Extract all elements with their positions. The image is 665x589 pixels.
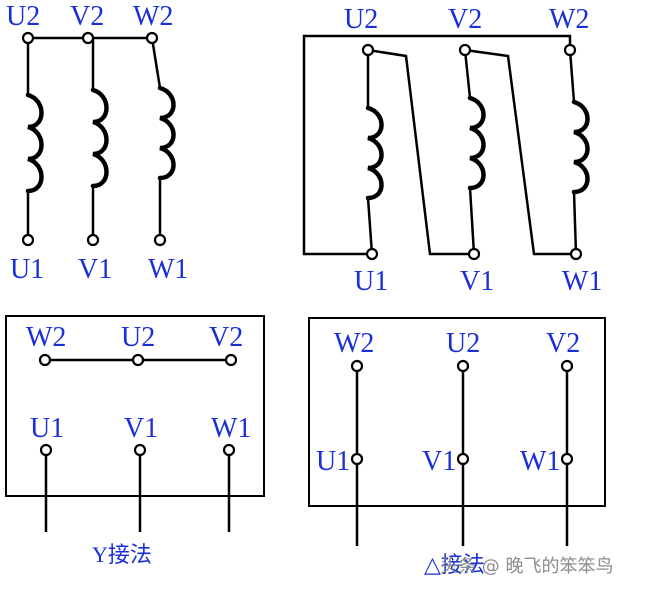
label-u2: U2	[446, 328, 480, 359]
terminal-u1	[39, 443, 53, 457]
terminal-w2	[38, 353, 52, 367]
star-winding-schematic: U2 V2 W2 U1 V1 W1	[6, 1, 188, 285]
terminal-box-frame	[308, 317, 606, 507]
delta-outer-loop	[302, 34, 572, 256]
terminal-u1	[350, 452, 364, 466]
terminal-v1	[133, 443, 147, 457]
wire	[468, 187, 476, 255]
wire	[366, 197, 374, 255]
terminal-v1	[456, 452, 470, 466]
terminal-v2	[560, 359, 574, 373]
terminal-u2	[456, 359, 470, 373]
label-u1: U1	[316, 446, 350, 477]
terminal-u1	[21, 233, 35, 247]
terminal-w1	[560, 452, 574, 466]
label-w1: W1	[562, 266, 602, 297]
terminal-v1	[467, 247, 481, 261]
terminal-u1	[365, 247, 379, 261]
wire	[572, 191, 578, 255]
terminal-v2	[224, 353, 238, 367]
watermark-text: 头条 @ 晚飞的笨笨鸟	[440, 556, 613, 577]
label-u1: U1	[354, 266, 388, 297]
label-u2: U2	[121, 322, 155, 353]
label-v2: V2	[70, 1, 104, 32]
label-w2: W2	[133, 1, 173, 32]
terminal-w2	[350, 359, 364, 373]
winding-coil-u	[25, 92, 44, 194]
winding-coil-v	[90, 87, 109, 189]
label-w1: W1	[211, 413, 251, 444]
winding-coil-u	[365, 105, 384, 201]
label-w1: W1	[148, 254, 188, 285]
star-terminal-box: W2 U2 V2 U1 V1 W1 Y接法	[5, 315, 265, 567]
label-u1: U1	[30, 413, 64, 444]
terminal-w1	[222, 443, 236, 457]
label-w2: W2	[26, 322, 66, 353]
label-v1: V1	[422, 446, 456, 477]
winding-coil-w	[571, 99, 590, 195]
label-w2: W2	[549, 4, 589, 35]
caption-star-connection: Y接法	[92, 542, 152, 567]
delta-link-v2-w1	[464, 48, 576, 256]
winding-coil-w	[157, 85, 176, 181]
label-v2: V2	[546, 328, 580, 359]
wire	[463, 49, 472, 99]
wire	[150, 37, 162, 89]
label-v2: V2	[448, 4, 482, 35]
label-u1: U1	[10, 254, 44, 285]
label-w1: W1	[520, 446, 560, 477]
terminal-w1	[569, 247, 583, 261]
caption-delta-connection: △接法	[424, 552, 485, 577]
terminal-w2	[563, 43, 577, 57]
label-v1: V1	[460, 266, 494, 297]
terminal-box-frame	[5, 315, 265, 497]
label-u2: U2	[6, 1, 40, 32]
label-v1: V1	[78, 254, 112, 285]
winding-coil-v	[467, 95, 486, 191]
label-v1: V1	[124, 413, 158, 444]
delta-winding-schematic: U2 V2 W2 U1 V1 W1	[302, 4, 602, 297]
label-w2: W2	[334, 328, 374, 359]
terminal-w2	[145, 31, 159, 45]
terminal-u2	[361, 43, 375, 57]
label-v2: V2	[209, 322, 243, 353]
terminal-v1	[86, 233, 100, 247]
terminal-u2	[131, 353, 145, 367]
terminal-v2	[458, 43, 472, 57]
delta-terminal-box: W2 U2 V2 U1 V1 W1 △接法	[308, 317, 606, 577]
terminal-v2	[81, 31, 95, 45]
wire	[568, 49, 576, 103]
terminal-u2	[21, 31, 35, 45]
label-u2: U2	[344, 4, 378, 35]
terminal-w1	[153, 233, 167, 247]
delta-link-u2-v1	[367, 48, 474, 256]
